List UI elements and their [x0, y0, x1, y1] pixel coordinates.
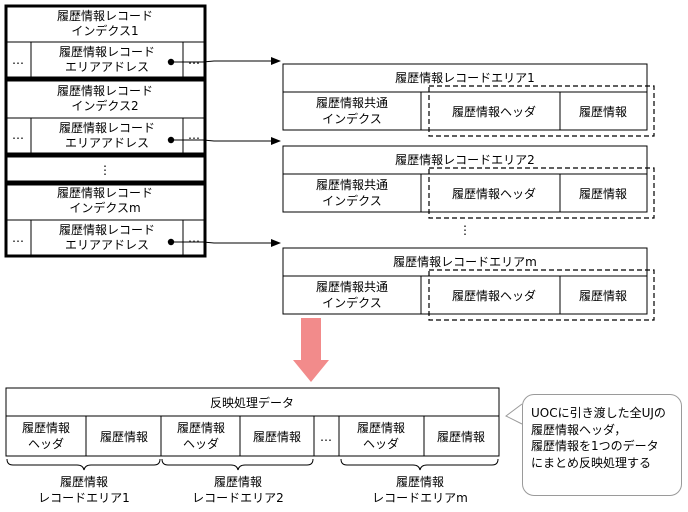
record-area-m: 履歴情報レコードエリアm 履歴情報共通インデクス 履歴情報ヘッダ 履歴情報: [282, 247, 655, 321]
note-pointer: [505, 403, 523, 425]
pointer-arrow-1: [167, 57, 281, 66]
index-left-ellipsis: …: [12, 231, 24, 245]
index-record-name: 履歴情報レコードインデクス2: [57, 84, 153, 113]
index-ellipsis-band: ⋮: [4, 154, 207, 184]
history-info: 履歴情報: [579, 105, 627, 119]
transform-arrow: [293, 318, 329, 382]
braces: [6, 458, 499, 471]
reflection-header-1: 履歴情報ヘッダ: [22, 421, 70, 451]
record-area-title: 履歴情報レコードエリア2: [395, 153, 535, 167]
index-record-m: 履歴情報レコードインデクスm … 履歴情報レコードエリアアドレス …: [4, 182, 207, 258]
reflection-info-m: 履歴情報: [437, 430, 485, 444]
history-info: 履歴情報: [579, 187, 627, 201]
areas-vertical-ellipsis: ⋮: [459, 223, 471, 237]
index-record-name: 履歴情報レコードインデクス1: [57, 9, 153, 38]
brace-1: [6, 458, 161, 471]
pointer-arrow-2: [167, 136, 281, 145]
brace-m: [340, 458, 499, 471]
record-area-2: 履歴情報レコードエリア2 履歴情報共通インデクス 履歴情報ヘッダ 履歴情報: [282, 145, 655, 219]
pointer-arrows: [167, 57, 281, 247]
pointer-arrow-m: [167, 238, 281, 247]
index-left-ellipsis: …: [12, 53, 24, 67]
index-right-ellipsis: …: [188, 231, 200, 245]
reflection-info-2: 履歴情報: [253, 430, 301, 444]
index-table: 履歴情報レコードインデクス1 … 履歴情報レコードエリアアドレス … 履歴情報レ…: [4, 4, 207, 258]
index-record-name: 履歴情報レコードインデクスm: [57, 186, 153, 215]
index-record-address: 履歴情報レコードエリアアドレス: [59, 223, 155, 252]
record-area-title: 履歴情報レコードエリアm: [393, 255, 537, 269]
history-header: 履歴情報ヘッダ: [452, 186, 536, 201]
index-record-address: 履歴情報レコードエリアアドレス: [59, 121, 155, 150]
brace-label-m: 履歴情報レコードエリアm: [372, 475, 468, 505]
brace-label-1: 履歴情報レコードエリア1: [38, 475, 130, 505]
common-index: 履歴情報共通インデクス: [316, 280, 388, 310]
index-vertical-ellipsis: ⋮: [99, 163, 111, 177]
reflection-info-1: 履歴情報: [100, 430, 148, 444]
reflection-data: 反映処理データ 履歴情報ヘッダ 履歴情報 履歴情報ヘッダ 履歴情報 … 履歴情報…: [5, 387, 500, 457]
reflection-header-m: 履歴情報ヘッダ: [357, 421, 405, 451]
note-callout: [522, 394, 682, 496]
reflection-header-2: 履歴情報ヘッダ: [177, 421, 225, 451]
brace-2: [161, 458, 314, 471]
history-info: 履歴情報: [579, 289, 627, 303]
brace-label-2: 履歴情報レコードエリア2: [192, 475, 284, 505]
common-index: 履歴情報共通インデクス: [316, 96, 388, 126]
index-record-1: 履歴情報レコードインデクス1 … 履歴情報レコードエリアアドレス …: [4, 4, 207, 80]
common-index: 履歴情報共通インデクス: [316, 178, 388, 208]
reflection-ellipsis: …: [320, 430, 332, 444]
index-record-2: 履歴情報レコードインデクス2 … 履歴情報レコードエリアアドレス …: [4, 78, 207, 156]
record-area-1: 履歴情報レコードエリア1 履歴情報共通インデクス 履歴情報ヘッダ 履歴情報: [282, 63, 655, 137]
history-header: 履歴情報ヘッダ: [452, 104, 536, 119]
record-area-title: 履歴情報レコードエリア1: [395, 71, 535, 85]
reflection-title: 反映処理データ: [210, 395, 294, 410]
index-record-address: 履歴情報レコードエリアアドレス: [59, 45, 155, 74]
index-right-ellipsis: …: [188, 128, 200, 142]
index-left-ellipsis: …: [12, 128, 24, 142]
history-header: 履歴情報ヘッダ: [452, 288, 536, 303]
index-right-ellipsis: …: [188, 53, 200, 67]
note-text: UOCに引き渡した全UJの 履歴情報ヘッダ， 履歴情報を1つのデータ にまとめ反…: [531, 406, 666, 470]
